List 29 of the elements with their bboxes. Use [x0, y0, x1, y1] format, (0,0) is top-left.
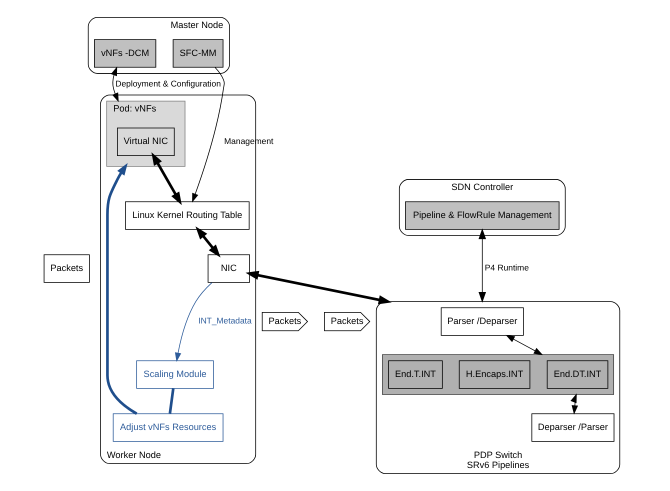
arrow: [246, 270, 392, 304]
node-box: NIC: [208, 254, 250, 283]
node-box: vNFs -DCM: [94, 39, 156, 68]
connector: [168, 388, 175, 414]
arrow: [570, 393, 578, 415]
edge-label: Deployment & Configuration: [115, 78, 221, 88]
node-box: End.DT.INT: [546, 360, 608, 389]
node-box: Linux Kernel Routing Table: [125, 201, 250, 230]
arrow: [478, 228, 486, 303]
arrow: [110, 66, 119, 102]
arrow: [151, 152, 182, 206]
arrow: [192, 67, 225, 203]
arrow: [174, 282, 212, 362]
node-box: Pipeline & FlowRule Management: [405, 201, 560, 230]
node-box: Virtual NIC: [117, 128, 175, 156]
node-box: Packets: [44, 254, 90, 283]
node-box: SFC-MM: [172, 39, 224, 68]
arrow: [195, 226, 221, 258]
arrow: [506, 334, 544, 356]
node-box: Deparser /Parser: [531, 413, 614, 442]
cluster: [382, 354, 614, 395]
node-box: H.Encaps.INT: [458, 360, 530, 389]
node-box: Adjust vNFs Resources: [112, 413, 224, 442]
edge-label: P4 Runtime: [484, 262, 529, 273]
edge-label: INT_Metadata: [198, 316, 252, 326]
node-box: Scaling Module: [136, 360, 214, 389]
arrow: [106, 163, 138, 415]
node-box: Parser /Deparser: [440, 307, 524, 336]
node-box: End.T.INT: [388, 360, 443, 389]
